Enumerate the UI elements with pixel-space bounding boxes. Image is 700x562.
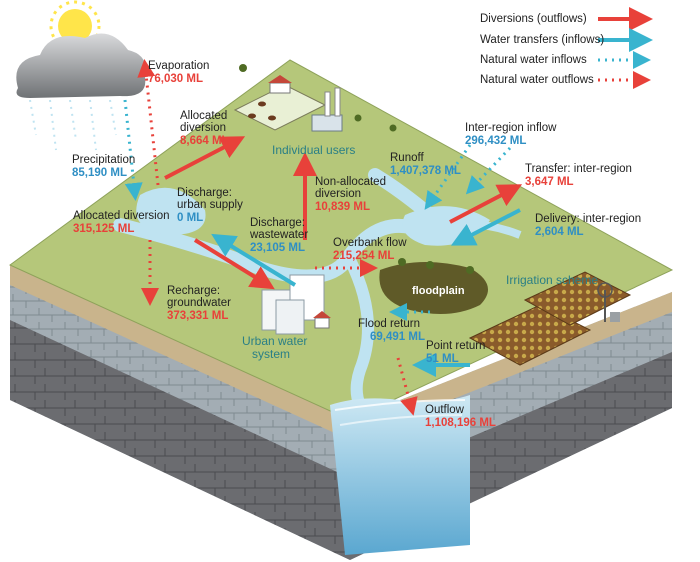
runoff-label: Runoff — [390, 152, 424, 164]
house-icon — [268, 75, 292, 94]
outflow-arrow — [396, 357, 418, 416]
wastewater-discharge-arrow — [211, 233, 297, 287]
discharge-urban-value: 0 ML — [177, 212, 204, 224]
allocated-diversion-urban-arrow — [193, 238, 275, 290]
reservoir-left — [136, 187, 206, 235]
delivery-label: Delivery: inter-region — [535, 213, 642, 225]
recharge-value: 373,331 ML — [167, 310, 229, 322]
recharge-label-1: Recharge: — [167, 285, 221, 297]
rain-cloud — [16, 33, 146, 99]
bedrock-left — [10, 320, 350, 560]
discharge-wastewater-label-2: wastewater — [250, 229, 309, 241]
overbank-label: Overbank flow — [333, 237, 407, 249]
rain-drops — [29, 99, 117, 151]
allocated-diversion-users-value: 8,664 ML — [180, 135, 229, 147]
delivery-arrow — [450, 208, 521, 246]
precipitation-value: 85,190 ML — [72, 167, 127, 179]
discharge-wastewater-value: 23,105 ML — [250, 242, 305, 254]
outflow-label: Outflow — [425, 404, 464, 416]
floodplain-label: floodplain — [412, 285, 465, 297]
flood-return-value: 69,491 ML — [370, 331, 425, 343]
delivery-value: 2,604 ML — [535, 226, 584, 238]
legend-natural-out: Natural water outflows — [480, 74, 594, 86]
non-allocated-value: 10,839 ML — [315, 201, 370, 213]
legend-transfers: Water transfers (inflows) — [480, 34, 605, 46]
irrigation-field-2 — [523, 271, 632, 326]
recharge-label-2: groundwater — [167, 297, 231, 309]
factory-icon — [311, 87, 343, 132]
point-return-label: Point return — [426, 340, 486, 352]
individual-users-label: Individual users — [272, 143, 356, 157]
allocated-diversion-users-label-1: Allocated — [180, 110, 228, 122]
outflow-value: 1,108,196 ML — [425, 417, 496, 429]
overbank-value: 215,254 ML — [333, 250, 395, 262]
legend-natural-in: Natural water inflows — [480, 54, 587, 66]
runoff-arrow — [424, 144, 472, 210]
urban-system-label-1: Urban water — [242, 334, 308, 348]
transfer-out-label: Transfer: inter-region — [525, 163, 632, 175]
flood-return-label: Flood return — [358, 318, 421, 330]
allocated-diversion-users-label-2: diversion — [180, 122, 227, 134]
runoff-value: 1,407,378 ML — [390, 165, 461, 177]
precipitation-arrow — [123, 99, 143, 201]
non-allocated-label-1: Non-allocated — [315, 176, 386, 188]
windmill-icon — [597, 282, 620, 322]
point-return-value: 51 ML — [426, 353, 459, 365]
transfer-out-arrow — [449, 184, 523, 224]
evaporation-value: 76,030 ML — [148, 73, 203, 85]
discharge-wastewater-label-1: Discharge: — [250, 217, 305, 229]
allocated-diversion-users-arrow — [164, 136, 246, 180]
transfer-out-value: 3,647 ML — [525, 176, 574, 188]
outflow-lake — [330, 395, 470, 555]
allocated-diversion-label: Allocated diversion — [73, 210, 170, 222]
irrigation-scheme-label: Irrigation scheme — [506, 273, 599, 287]
inter-region-inflow-label: Inter-region inflow — [465, 122, 557, 134]
urban-buildings — [261, 274, 331, 335]
trees — [239, 64, 474, 274]
inter-region-inflow-arrow — [465, 146, 512, 195]
precipitation-label: Precipitation — [72, 154, 136, 166]
allocated-diversion-value: 315,125 ML — [73, 223, 135, 235]
inter-region-inflow-value: 296,432 ML — [465, 135, 527, 147]
discharge-urban-label-2: urban supply — [177, 199, 243, 211]
non-allocated-label-2: diversion — [315, 188, 362, 200]
sun-icon — [49, 0, 101, 52]
cattle-icon — [248, 101, 276, 121]
legend-diversions: Diversions (outflows) — [480, 13, 587, 25]
urban-system-label-2: system — [252, 347, 291, 361]
floodplain-area — [379, 261, 488, 314]
evaporation-label: Evaporation — [148, 60, 210, 72]
soil-band-left — [10, 265, 350, 440]
discharge-urban-label-1: Discharge: — [177, 187, 232, 199]
